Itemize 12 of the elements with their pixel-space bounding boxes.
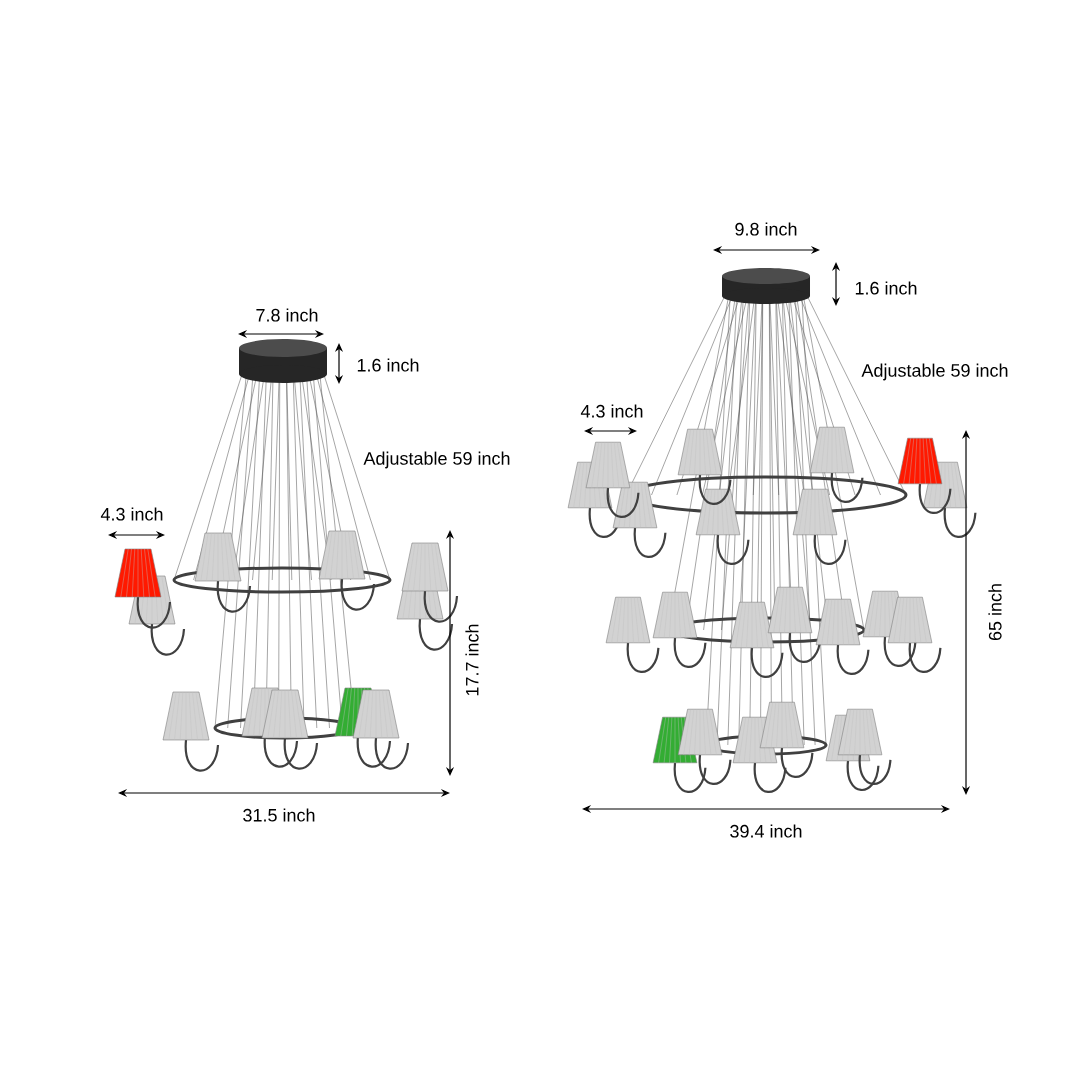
dimension-label: 39.4 inch [730,824,802,838]
dimension-label: 4.3 inch [580,404,643,418]
dimension-label: 17.7 inch [465,624,479,696]
dimension-label: 4.3 inch [100,507,163,521]
dimension-label: 31.5 inch [243,808,315,822]
dimension-label: 9.8 inch [735,222,797,236]
dimension-label: Adjustable 59 inch [861,363,1008,381]
dimension-label: 7.8 inch [256,308,318,322]
dimension-label: 1.6 inch [855,281,917,295]
dimension-label: Adjustable 59 inch [363,451,510,469]
dimension-label: 65 inch [988,584,1002,641]
dimension-label: 1.6 inch [357,358,419,372]
